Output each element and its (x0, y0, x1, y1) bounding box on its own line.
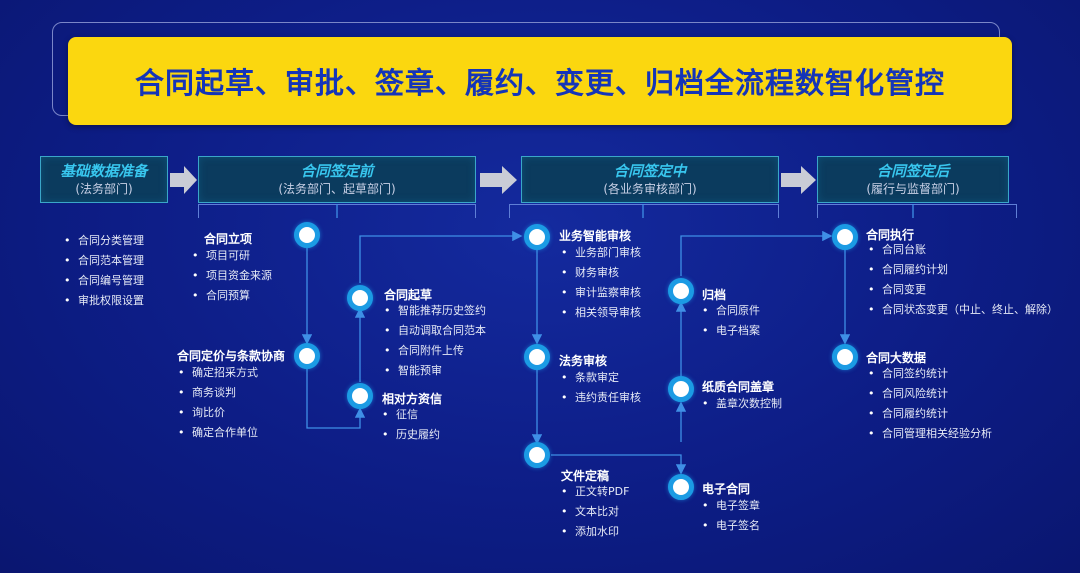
list-item: 项目资金来源 (190, 266, 272, 286)
list-item: 智能预审 (382, 361, 486, 381)
execution-list: 合同台账 合同履约计划 合同变更 合同状态变更（中止、终止、解除） (866, 240, 1058, 320)
list-item: 审计监察审核 (559, 283, 641, 303)
phase-title: 合同签定后 (876, 163, 950, 180)
list-item: 条款审定 (559, 368, 641, 388)
paper-seal-list: 盖章次数控制 (700, 394, 782, 414)
flow-node-pricing (294, 343, 320, 369)
list-item: 盖章次数控制 (700, 394, 782, 414)
flow-node-paper-seal (668, 376, 694, 402)
flow-node-contract-setup (294, 222, 320, 248)
list-item: 合同台账 (866, 240, 1058, 260)
section-title: 合同立项 (204, 232, 253, 246)
flow-node-legal-review (524, 344, 550, 370)
section-title: 业务智能审核 (559, 229, 632, 243)
flow-node-counterparty (347, 383, 373, 409)
phase-title: 合同签定前 (300, 163, 374, 180)
list-item: 财务审核 (559, 263, 641, 283)
flow-node-biz-review (524, 224, 550, 250)
list-item: 电子签名 (700, 516, 760, 536)
section-title: 相对方资信 (382, 392, 443, 406)
phase-subtitle: (法务部门) (75, 181, 133, 196)
list-item: 合同履约统计 (866, 404, 992, 424)
big-data-list: 合同签约统计 合同风险统计 合同履约统计 合同管理相关经验分析 (866, 364, 992, 444)
pricing-list: 确定招采方式 商务谈判 询比价 确定合作单位 (176, 363, 258, 443)
phase-pre-signing: 合同签定前 (法务部门、起草部门) (198, 156, 476, 203)
list-item: 合同范本管理 (62, 251, 144, 271)
list-item: 审批权限设置 (62, 291, 144, 311)
biz-review-list: 业务部门审核 财务审核 审计监察审核 相关领导审核 (559, 243, 641, 323)
list-item: 合同附件上传 (382, 341, 486, 361)
drafting-list: 智能推荐历史签约 自动调取合同范本 合同附件上传 智能预审 (382, 301, 486, 381)
phase-subtitle: (法务部门、起草部门) (278, 181, 396, 196)
list-item: 电子档案 (700, 321, 760, 341)
contract-setup-list: 项目可研 项目资金来源 合同预算 (190, 246, 272, 306)
section-title: 电子合同 (702, 482, 751, 496)
list-item: 添加水印 (559, 522, 629, 542)
archive-list: 合同原件 电子档案 (700, 301, 760, 341)
e-contract-list: 电子签章 电子签名 (700, 496, 760, 536)
finalize-list: 正文转PDF 文本比对 添加水印 (559, 482, 629, 542)
list-item: 合同状态变更（中止、终止、解除） (866, 300, 1058, 320)
section-title: 合同执行 (866, 228, 915, 242)
list-item: 合同风险统计 (866, 384, 992, 404)
list-item: 相关领导审核 (559, 303, 641, 323)
flow-node-drafting (347, 285, 373, 311)
phase-bracket (817, 204, 1017, 218)
list-item: 合同分类管理 (62, 231, 144, 251)
list-item: 电子签章 (700, 496, 760, 516)
list-item: 确定合作单位 (176, 423, 258, 443)
flow-node-e-contract (668, 474, 694, 500)
list-item: 确定招采方式 (176, 363, 258, 383)
phase-arrow-icon (781, 166, 816, 194)
phase-arrow-icon (480, 166, 517, 194)
section-title: 合同起草 (384, 288, 433, 302)
phase-title: 基础数据准备 (60, 163, 148, 180)
list-item: 商务谈判 (176, 383, 258, 403)
title-banner: 合同起草、审批、签章、履约、变更、归档全流程数智化管控 (68, 37, 1012, 125)
flow-node-finalize (524, 442, 550, 468)
phase-basic-data: 基础数据准备 (法务部门) (40, 156, 168, 203)
list-item: 合同预算 (190, 286, 272, 306)
list-item: 正文转PDF (559, 482, 629, 502)
list-item: 自动调取合同范本 (382, 321, 486, 341)
phase-subtitle: (履行与监督部门) (866, 181, 960, 196)
list-item: 智能推荐历史签约 (382, 301, 486, 321)
section-title: 合同定价与条款协商 (177, 349, 286, 363)
phase-arrow-icon (170, 166, 197, 194)
list-item: 合同签约统计 (866, 364, 992, 384)
flow-node-execution (832, 224, 858, 250)
phase-bracket (509, 204, 779, 218)
counterparty-list: 征信 历史履约 (380, 405, 440, 445)
list-item: 项目可研 (190, 246, 272, 266)
section-title: 归档 (702, 288, 727, 302)
list-item: 业务部门审核 (559, 243, 641, 263)
flow-node-big-data (832, 344, 858, 370)
list-item: 文本比对 (559, 502, 629, 522)
section-title: 法务审核 (559, 354, 608, 368)
list-item: 询比价 (176, 403, 258, 423)
list-item: 合同履约计划 (866, 260, 1058, 280)
basic-data-list: 合同分类管理 合同范本管理 合同编号管理 审批权限设置 (62, 231, 144, 311)
list-item: 合同管理相关经验分析 (866, 424, 992, 444)
list-item: 违约责任审核 (559, 388, 641, 408)
phase-title: 合同签定中 (613, 163, 687, 180)
legal-review-list: 条款审定 违约责任审核 (559, 368, 641, 408)
section-title: 合同大数据 (866, 351, 927, 365)
list-item: 历史履约 (380, 425, 440, 445)
flow-node-archive (668, 278, 694, 304)
list-item: 合同变更 (866, 280, 1058, 300)
section-title: 文件定稿 (561, 469, 610, 483)
section-title: 纸质合同盖章 (702, 380, 775, 394)
phase-subtitle: (各业务审核部门) (603, 181, 697, 196)
phase-during-signing: 合同签定中 (各业务审核部门) (521, 156, 779, 203)
list-item: 合同编号管理 (62, 271, 144, 291)
list-item: 合同原件 (700, 301, 760, 321)
phase-post-signing: 合同签定后 (履行与监督部门) (817, 156, 1009, 203)
page-title: 合同起草、审批、签章、履约、变更、归档全流程数智化管控 (134, 66, 945, 100)
list-item: 征信 (380, 405, 440, 425)
